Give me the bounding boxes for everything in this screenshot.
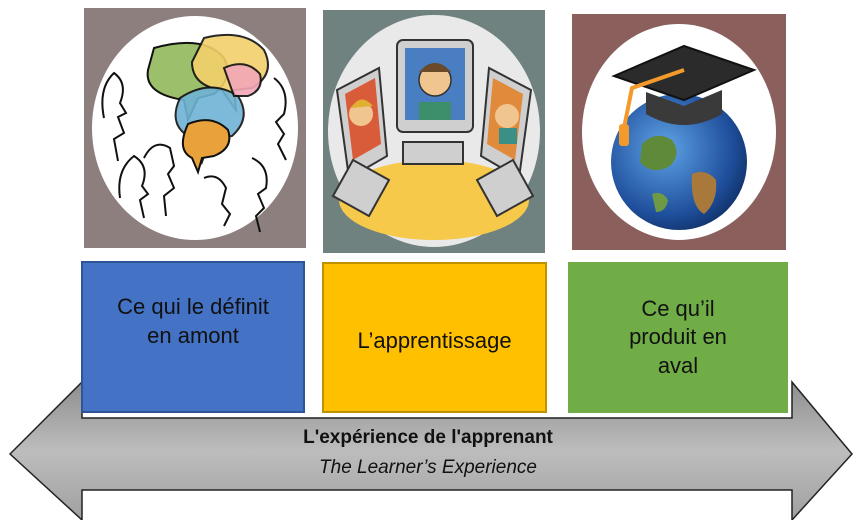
box-learning: L’apprentissage xyxy=(322,262,547,413)
box-upstream-text: Ce qui le définit en amont xyxy=(117,294,269,348)
graduation-globe-image xyxy=(572,14,786,250)
people-speech-bubbles-image xyxy=(84,8,306,248)
box-downstream: Ce qu’il produit en aval xyxy=(568,262,788,413)
box-upstream: Ce qui le définit en amont xyxy=(81,261,305,413)
box-downstream-text: Ce qu’il produit en aval xyxy=(629,295,727,378)
arrow-subtitle: The Learner’s Experience xyxy=(319,457,537,478)
box-learning-text: L’apprentissage xyxy=(357,328,512,354)
arrow-title: L'expérience de l'apprenant xyxy=(303,427,553,448)
computer-lab-image xyxy=(323,10,545,253)
